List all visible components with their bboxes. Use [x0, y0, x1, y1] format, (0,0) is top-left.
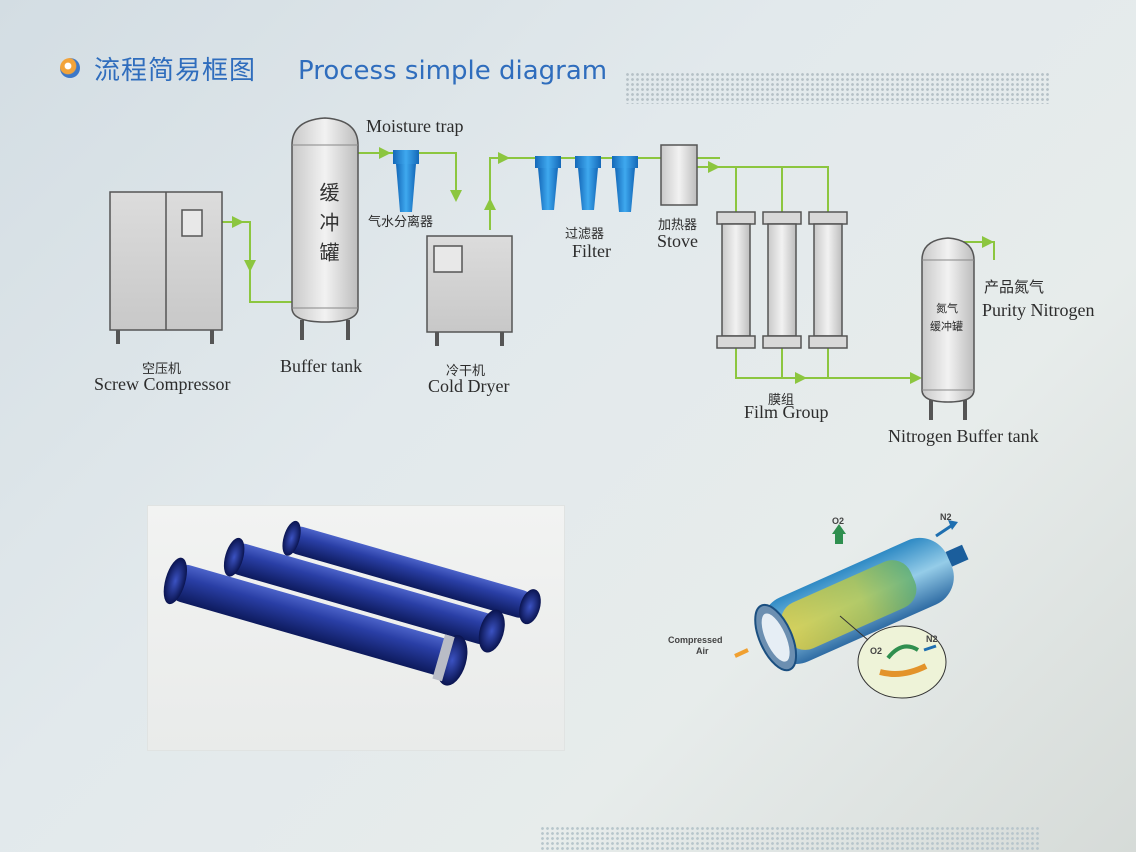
flow-stove-film1 — [697, 166, 737, 212]
filters — [535, 156, 638, 212]
buffer-tank-label-en: Buffer tank — [280, 356, 363, 376]
inset-o2-label: O2 — [870, 646, 883, 656]
flow-film-outlet — [735, 348, 920, 379]
o2-outlet-label: O2 — [832, 516, 845, 526]
stove-label-cn: 加热器 — [658, 218, 698, 233]
product-label-cn: 产品氮气 — [984, 278, 1045, 296]
n2-outlet-label: N2 — [940, 512, 952, 522]
moisture-trap-label-cn: 气水分离器 — [368, 215, 434, 230]
nitrogen-buffer-tank — [921, 237, 975, 420]
compressed-air-label-1: Compressed — [668, 635, 723, 645]
inset-n2-label: N2 — [926, 634, 938, 644]
compressed-air-label-2: Air — [696, 646, 709, 656]
compressor-label-cn: 空压机 — [142, 362, 182, 377]
flow-arrows — [232, 147, 994, 384]
flow-stove-film2 — [736, 166, 783, 212]
nitrogen-tank-label-en: Nitrogen Buffer tank — [888, 426, 1039, 446]
cold-dryer-label-cn: 冷干机 — [446, 364, 486, 379]
flow-stove-film3 — [782, 166, 829, 212]
filter-label-cn: 过滤器 — [565, 227, 605, 242]
membrane-modules-photo — [148, 506, 564, 750]
moisture-trap — [393, 150, 419, 212]
film-group — [716, 211, 848, 349]
nitrogen-tank-inner-label-1: 氮气 — [936, 302, 958, 315]
title-english: Process simple diagram — [298, 56, 608, 86]
membrane-principle-figure: O2 N2 Compressed Air O2 N2 — [640, 500, 980, 720]
stove-label-en: Stove — [657, 231, 699, 251]
title-chinese: 流程简易框图 — [94, 56, 257, 86]
compressor-label-en: Screw Compressor — [94, 374, 231, 394]
dotted-decoration — [625, 72, 1050, 104]
bottom-dotted-decoration — [540, 826, 1040, 852]
nitrogen-tank-inner-label-2: 缓冲罐 — [930, 320, 963, 333]
film-group-label-cn: 膜组 — [768, 393, 795, 408]
moisture-trap-label-en: Moisture trap — [366, 116, 464, 136]
film-group-label-en: Film Group — [744, 402, 829, 422]
membrane-modules-illustration — [163, 520, 541, 686]
stove — [660, 144, 698, 206]
buffer-tank-vertical-label: 缓冲罐 — [316, 182, 340, 272]
screw-compressor — [109, 191, 223, 344]
buffer-tank — [291, 117, 359, 340]
header-bullet-icon — [60, 58, 80, 78]
product-label-en: Purity Nitrogen — [982, 300, 1095, 320]
flow-compressor-buffer — [222, 221, 292, 303]
membrane-principle-illustration — [734, 520, 969, 699]
cold-dryer — [426, 235, 513, 346]
cold-dryer-label-en: Cold Dryer — [428, 376, 510, 396]
filter-label-en: Filter — [572, 241, 611, 261]
